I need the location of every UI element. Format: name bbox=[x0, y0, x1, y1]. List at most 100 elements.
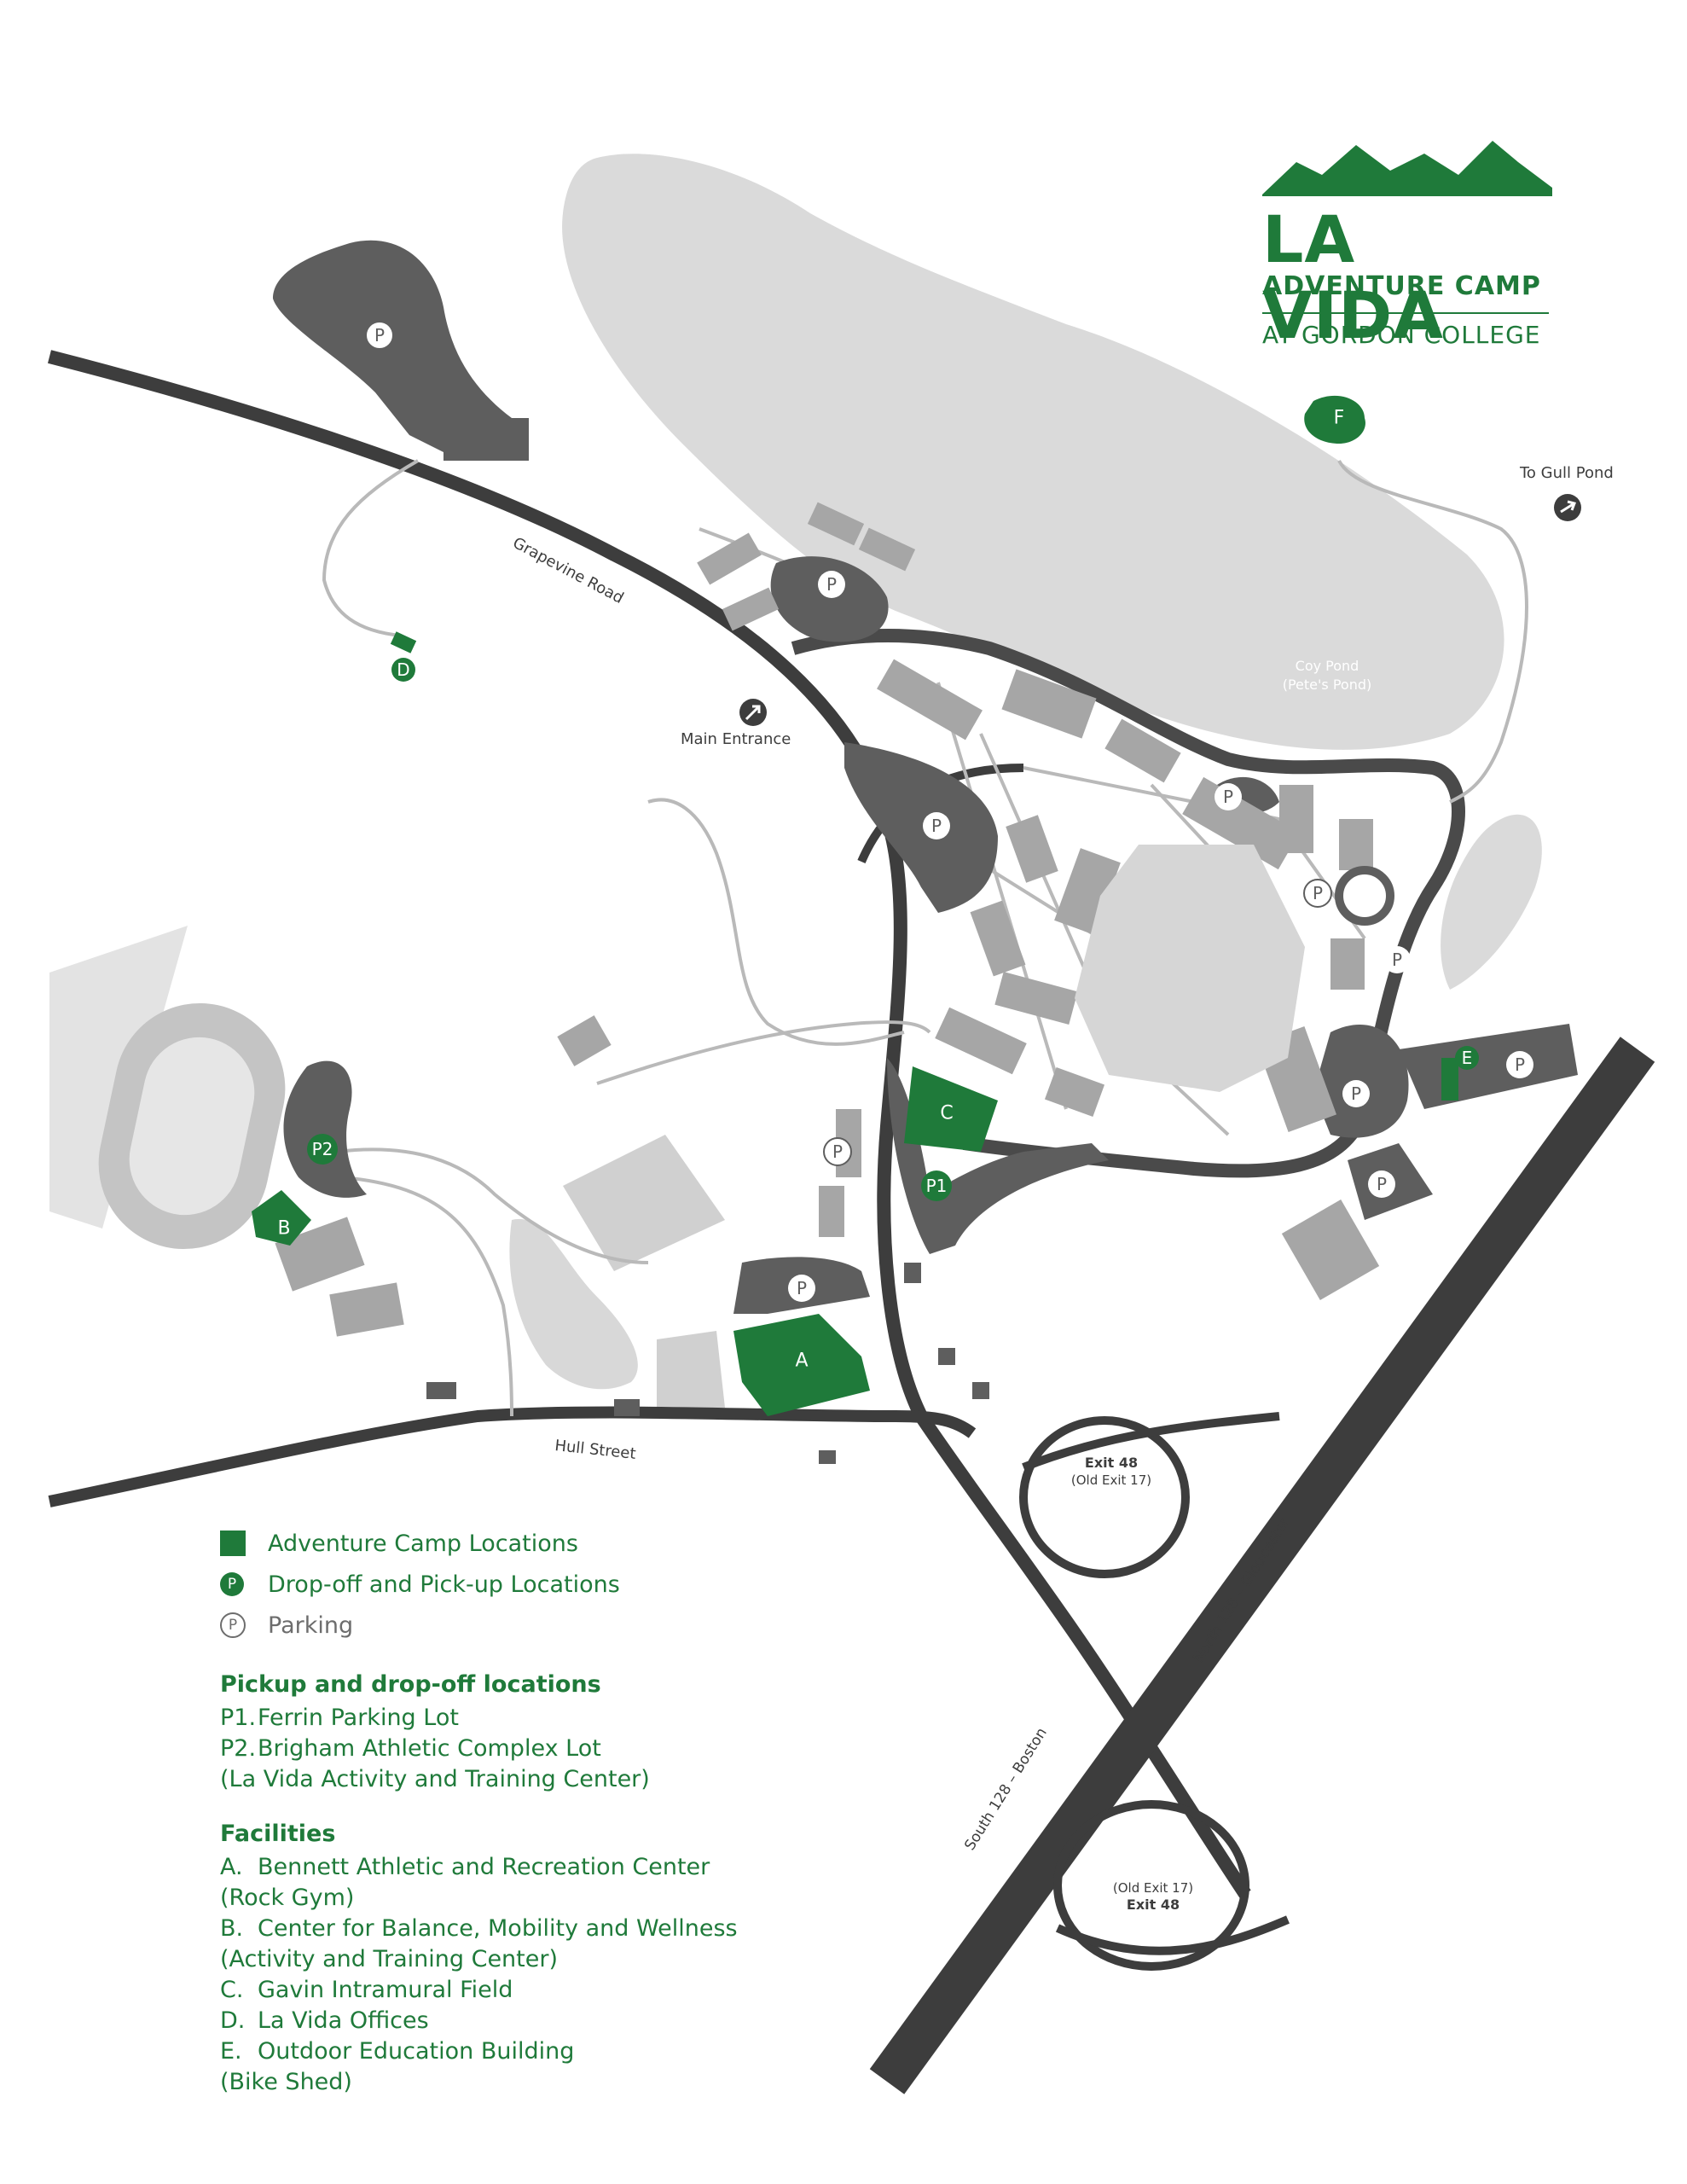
legend-parking-label: Parking bbox=[268, 1612, 354, 1639]
petes-pond-label: (Pete's Pond) bbox=[1283, 677, 1372, 693]
p2-lot bbox=[283, 1060, 367, 1198]
parking-pin-west: P bbox=[923, 812, 950, 839]
parking-pin-east-1: P bbox=[1383, 946, 1411, 973]
interchange-loop-top bbox=[1019, 1416, 1190, 1578]
legend-camp-label: Adventure Camp Locations bbox=[268, 1530, 578, 1557]
main-entrance-label: Main Entrance bbox=[681, 730, 791, 748]
location-a-shape bbox=[733, 1314, 870, 1416]
legend-dropoff: P Drop-off and Pick-up Locations bbox=[220, 1564, 868, 1605]
parking-pin-east-3: P bbox=[1506, 1051, 1533, 1078]
south-128-label: South 128 – Boston bbox=[961, 1725, 1051, 1854]
svg-text:P: P bbox=[1313, 883, 1323, 903]
parking-pin-east-4: P bbox=[1368, 1170, 1395, 1198]
main-quad bbox=[1075, 845, 1305, 1092]
pickup-item-p1: P1.Ferrin Parking Lot bbox=[220, 1705, 459, 1731]
baseball-field-2 bbox=[657, 1331, 725, 1408]
coy-pond bbox=[562, 154, 1504, 750]
parking-pin-bennett: P bbox=[788, 1275, 815, 1302]
svg-text:P: P bbox=[1223, 787, 1233, 807]
location-c-shape bbox=[904, 1066, 998, 1152]
old-exit-17-bottom-label: (Old Exit 17) bbox=[1113, 1880, 1193, 1896]
interchange-loop-bottom bbox=[1053, 1800, 1249, 1971]
svg-text:P: P bbox=[931, 816, 942, 836]
exit-48-top-label: Exit 48 bbox=[1085, 1455, 1138, 1471]
p1-lot bbox=[887, 1058, 1109, 1254]
route-128 bbox=[869, 1037, 1655, 2094]
location-f-label: F bbox=[1334, 408, 1345, 429]
dropoff-pins: P1 P2 bbox=[307, 1134, 952, 1201]
svg-text:P2: P2 bbox=[312, 1139, 333, 1159]
location-b-shape bbox=[252, 1190, 311, 1246]
logo-divider bbox=[1262, 312, 1549, 314]
campus-ring-road bbox=[791, 629, 1465, 1178]
facility-a-sub: (Rock Gym) bbox=[220, 1885, 355, 1911]
mountain-logo-icon bbox=[1262, 141, 1552, 196]
svg-text:P: P bbox=[797, 1278, 807, 1298]
map-legend: Adventure Camp Locations P Drop-off and … bbox=[220, 1523, 868, 2098]
main-entrance-arrow-icon bbox=[739, 699, 767, 726]
logo-title: LA VIDA bbox=[1262, 201, 1444, 353]
legend-camp-locations: Adventure Camp Locations bbox=[220, 1523, 868, 1564]
facility-a: A.Bennett Athletic and Recreation Center bbox=[220, 1854, 710, 1880]
ramp-1 bbox=[1022, 1412, 1280, 1472]
logo-subtitle: ADVENTURE CAMP bbox=[1262, 271, 1541, 301]
open-field bbox=[509, 1218, 638, 1390]
location-a-label: A bbox=[795, 1350, 808, 1372]
gull-pond-arrow-icon bbox=[1554, 494, 1581, 521]
facility-e: E.Outdoor Education Building bbox=[220, 2038, 575, 2065]
svg-text:P: P bbox=[826, 574, 837, 595]
svg-text:P: P bbox=[1392, 950, 1402, 970]
exit-48-bottom-label: Exit 48 bbox=[1127, 1896, 1180, 1913]
svg-text:P: P bbox=[832, 1141, 843, 1162]
west-campus-lot bbox=[844, 742, 998, 913]
parking-pin-ring: P bbox=[1215, 783, 1242, 810]
svg-text:P: P bbox=[1351, 1083, 1361, 1104]
hull-street-label: Hull Street bbox=[554, 1437, 636, 1463]
location-e-shape bbox=[1441, 1058, 1458, 1101]
location-d-shape bbox=[390, 631, 417, 653]
parking-pin-east-2: P bbox=[1342, 1080, 1370, 1107]
old-exit-17-top-label: (Old Exit 17) bbox=[1071, 1472, 1151, 1488]
pickup-item-p2: P2.Brigham Athletic Complex Lot bbox=[220, 1735, 601, 1762]
svg-text:D: D bbox=[397, 659, 409, 680]
svg-text:E: E bbox=[1462, 1048, 1473, 1068]
camp-locations bbox=[252, 395, 1458, 1416]
facility-b-sub: (Activity and Training Center) bbox=[220, 1946, 558, 1972]
north-lot-ext bbox=[443, 418, 529, 461]
parking-circle-icon: P bbox=[220, 1612, 246, 1638]
parking-pin-circle: P bbox=[1303, 879, 1332, 908]
parking-pin-dorm: P bbox=[818, 571, 845, 598]
to-gull-pond-label: To Gull Pond bbox=[1519, 464, 1614, 482]
svg-text:P: P bbox=[374, 325, 385, 346]
north-128-label: North 128 – Gloucester bbox=[1190, 1514, 1293, 1665]
facility-e-sub: (Bike Shed) bbox=[220, 2069, 352, 2095]
parking-pins: P P P P P P P P P P P bbox=[365, 321, 1533, 1302]
roads bbox=[48, 350, 1655, 2094]
logo-tagline: AT GORDON COLLEGE bbox=[1262, 321, 1541, 349]
facility-b: B.Center for Balance, Mobility and Welln… bbox=[220, 1915, 738, 1942]
circle-drive bbox=[1335, 866, 1394, 926]
east-lot-2 bbox=[1399, 1024, 1578, 1109]
facility-d: D.La Vida Offices bbox=[220, 2007, 429, 2034]
running-track bbox=[98, 1002, 286, 1250]
grapevine-road bbox=[48, 350, 1251, 1898]
location-e-pin: E bbox=[1455, 1046, 1479, 1070]
ramp-2 bbox=[1055, 1915, 1290, 1955]
la-vida-logo: LA VIDA ADVENTURE CAMP AT GORDON COLLEGE bbox=[1262, 136, 1552, 358]
north-lot bbox=[273, 240, 529, 452]
location-f-shape bbox=[1304, 395, 1365, 444]
pickup-heading: Pickup and drop-off locations bbox=[220, 1671, 601, 1698]
parking-pin-p1-side: P bbox=[823, 1137, 852, 1166]
location-b-label: B bbox=[277, 1218, 290, 1240]
location-d-pin: D bbox=[391, 658, 415, 682]
pickup-item-p2-sub: (La Vida Activity and Training Center) bbox=[220, 1766, 650, 1792]
location-c-label: C bbox=[940, 1103, 953, 1124]
small-pond bbox=[1441, 814, 1542, 990]
parking-pin-north: P bbox=[365, 321, 394, 350]
baseball-field-1 bbox=[563, 1135, 725, 1271]
dropoff-circle-icon: P bbox=[220, 1572, 244, 1596]
green-square-icon bbox=[220, 1531, 246, 1556]
facility-c: C.Gavin Intramural Field bbox=[220, 1977, 513, 2003]
legend-parking: P Parking bbox=[220, 1605, 868, 1646]
